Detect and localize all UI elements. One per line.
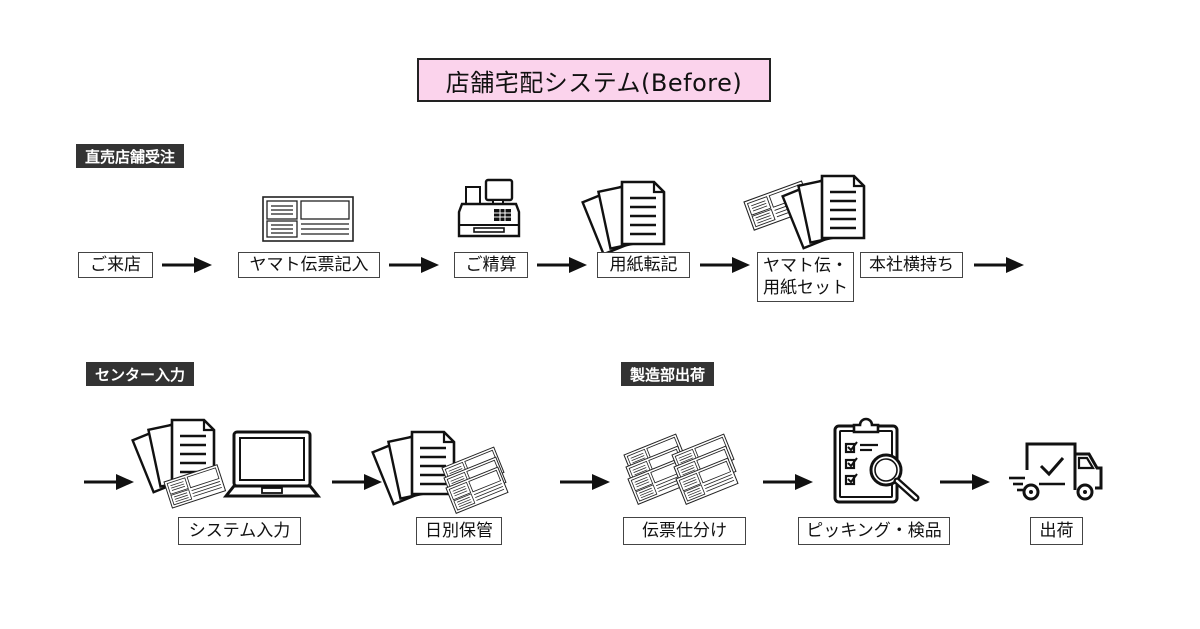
documents-laptop-icon [131,418,322,509]
step-yamato-paper-set-line1: ヤマト伝・ [763,256,848,276]
arrow-right-icon [938,472,992,492]
arrow-right-icon [82,472,136,492]
clipboard-magnifier-icon [833,417,920,504]
arrow-right-icon [535,255,589,275]
step-picking-inspection: ピッキング・検品 [798,517,950,545]
section-store-orders: 直売店舗受注 [76,144,185,168]
step-visit: ご来店 [78,252,153,278]
arrow-right-icon [972,255,1026,275]
step-hq-transfer: 本社横持ち [860,252,963,278]
step-yamato-paper-set: ヤマト伝・ 用紙セット [757,252,854,302]
step-system-input: システム入力 [178,517,301,545]
documents-slips-icon [371,430,509,514]
step-slip-sorting: 伝票仕分け [623,517,746,545]
arrow-right-icon [160,255,214,275]
slip-and-documents-icon [743,174,866,250]
step-paper-transcription: 用紙転記 [597,252,690,278]
step-checkout: ご精算 [454,252,528,278]
section-factory-shipping: 製造部出荷 [621,362,715,386]
arrow-right-icon [558,472,612,492]
documents-icon [581,180,666,256]
delivery-truck-icon [1009,442,1103,501]
step-yamato-paper-set-line2: 用紙セット [763,278,848,298]
arrow-right-icon [698,255,752,275]
stacked-slips-icon [623,433,739,505]
arrow-right-icon [330,472,384,492]
arrow-right-icon [387,255,441,275]
arrow-right-icon [761,472,815,492]
cash-register-icon [457,178,521,238]
section-center-input: センター入力 [86,362,195,386]
step-shipping: 出荷 [1030,517,1083,545]
step-daily-storage: 日別保管 [416,517,502,545]
step-yamato-slip-entry: ヤマト伝票記入 [238,252,380,278]
shipping-slip-icon [262,196,354,242]
diagram-title: 店舗宅配システム(Before) [417,58,771,102]
